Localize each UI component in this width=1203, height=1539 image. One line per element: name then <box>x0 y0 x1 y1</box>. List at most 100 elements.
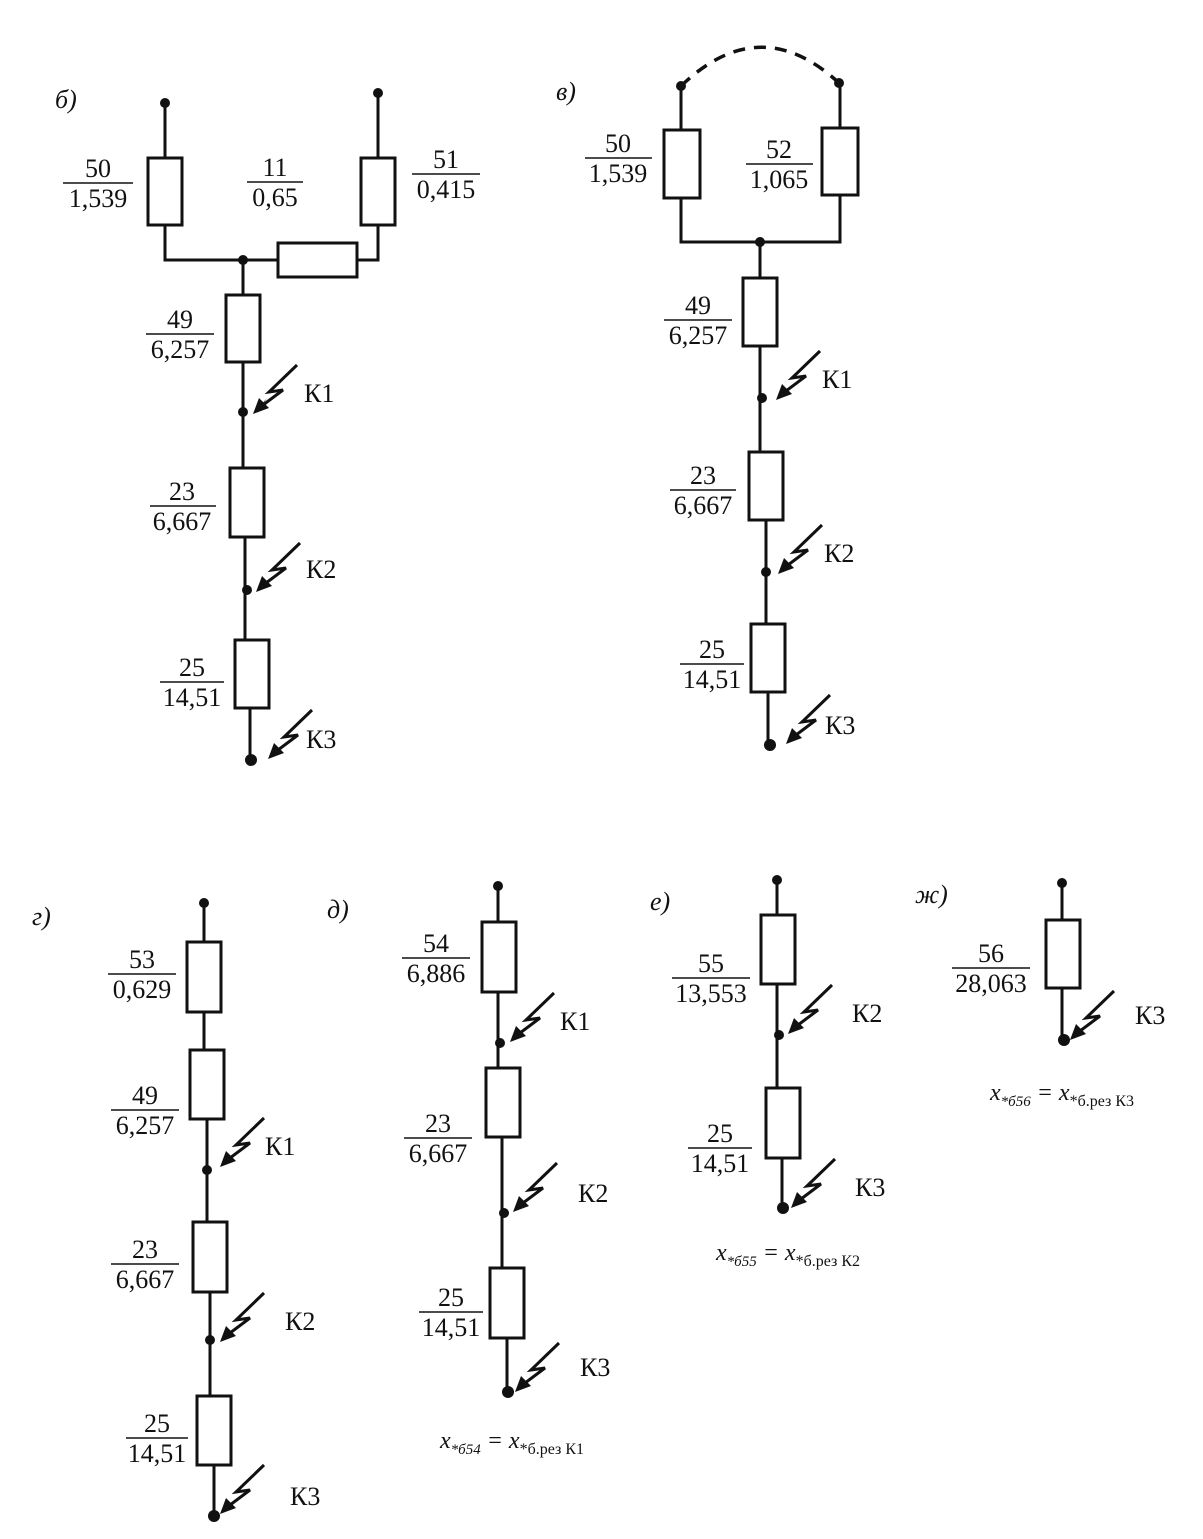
label-r55: 55 13,553 <box>672 949 750 1008</box>
svg-text:14,51: 14,51 <box>691 1149 750 1178</box>
label-r25: 25 14,51 <box>126 1409 188 1468</box>
resistor-25 <box>749 622 787 694</box>
resistor-50 <box>662 128 702 200</box>
svg-text:14,51: 14,51 <box>422 1313 481 1342</box>
terminal-node <box>373 88 383 98</box>
svg-text:25: 25 <box>699 635 725 664</box>
panel-v: в) 50 1,539 52 1,065 49 6,257 23 <box>556 45 860 751</box>
resistor-54 <box>480 920 518 994</box>
resistor-23 <box>484 1066 522 1139</box>
fault-arrow-icon <box>515 1341 561 1392</box>
label-r56: 56 28,063 <box>952 939 1030 998</box>
fault-arrow-icon <box>1070 989 1116 1040</box>
k2-label: К2 <box>306 555 336 584</box>
k2-node <box>761 567 771 577</box>
svg-text:53: 53 <box>129 945 155 974</box>
svg-text:28,063: 28,063 <box>955 969 1027 998</box>
resistor-53 <box>185 940 223 1014</box>
resistor-11 <box>276 241 359 279</box>
wires-d <box>496 886 509 1392</box>
k3-label: К3 <box>825 711 855 740</box>
svg-text:11: 11 <box>262 153 287 182</box>
panel-d-label: д) <box>327 895 349 924</box>
svg-text:49: 49 <box>685 291 711 320</box>
resistor-51 <box>359 156 397 227</box>
k3-label: К3 <box>580 1353 610 1382</box>
svg-text:14,51: 14,51 <box>683 665 742 694</box>
k1-label: К1 <box>265 1132 295 1161</box>
label-r25: 25 14,51 <box>419 1283 483 1342</box>
svg-text:0,629: 0,629 <box>113 975 172 1004</box>
fault-arrow-icon <box>220 1291 266 1342</box>
svg-text:6,886: 6,886 <box>407 959 466 988</box>
panel-g-label: г) <box>32 902 51 931</box>
label-r53: 53 0,629 <box>108 945 176 1004</box>
k2-label: К2 <box>578 1179 608 1208</box>
fault-arrow-icon <box>513 1161 559 1212</box>
terminal-node <box>772 875 782 885</box>
resistor-25 <box>195 1394 233 1467</box>
k3-label: К3 <box>306 725 336 754</box>
k1-label: К1 <box>304 379 334 408</box>
label-r52: 52 1,065 <box>746 135 813 194</box>
fault-arrow-icon <box>220 1463 266 1514</box>
terminal-node <box>199 898 209 908</box>
panel-e: е) 55 13,553 25 14,51 К2 К3 x*б55 = x*б.… <box>650 875 885 1270</box>
k2-node <box>242 585 252 595</box>
label-r49: 49 6,257 <box>664 291 732 350</box>
svg-text:51: 51 <box>433 145 459 174</box>
formula-e: x*б55 = x*б.рез К2 <box>715 1240 860 1270</box>
label-r23: 23 6,667 <box>111 1235 179 1294</box>
k2-node <box>774 1030 784 1040</box>
k1-label: К1 <box>560 1007 590 1036</box>
resistor-23 <box>228 466 266 539</box>
svg-text:56: 56 <box>978 939 1004 968</box>
resistor-25 <box>764 1086 802 1160</box>
svg-text:1,539: 1,539 <box>589 159 648 188</box>
formula-zh: x*б56 = x*б.рез К3 <box>989 1080 1134 1110</box>
svg-text:14,51: 14,51 <box>128 1439 187 1468</box>
label-r23: 23 6,667 <box>404 1109 472 1168</box>
svg-text:0,65: 0,65 <box>252 183 298 212</box>
fault-arrow-icon <box>220 1116 266 1167</box>
resistor-50 <box>146 156 184 227</box>
panel-e-label: е) <box>650 887 670 916</box>
svg-text:0,415: 0,415 <box>417 175 476 204</box>
panel-zh: ж) 56 28,063 К3 x*б56 = x*б.рез К3 <box>915 878 1165 1110</box>
terminal-node <box>834 78 844 88</box>
svg-text:49: 49 <box>167 305 193 334</box>
label-r23: 23 6,667 <box>150 477 216 536</box>
k3-node <box>764 739 776 751</box>
svg-text:23: 23 <box>425 1109 451 1138</box>
k3-node <box>1058 1034 1070 1046</box>
k1-node <box>495 1038 505 1048</box>
resistor-49 <box>741 276 779 348</box>
svg-text:54: 54 <box>423 929 449 958</box>
resistor-56 <box>1044 918 1082 990</box>
k3-label: К3 <box>855 1173 885 1202</box>
svg-text:25: 25 <box>438 1283 464 1312</box>
resistor-55 <box>759 913 797 986</box>
svg-text:6,667: 6,667 <box>153 507 212 536</box>
svg-text:1,065: 1,065 <box>750 165 809 194</box>
svg-text:6,257: 6,257 <box>116 1111 175 1140</box>
k3-label: К3 <box>1135 1001 1165 1030</box>
label-r49: 49 6,257 <box>146 305 214 364</box>
svg-text:49: 49 <box>132 1081 158 1110</box>
fault-arrow-icon <box>786 693 832 744</box>
svg-text:23: 23 <box>690 461 716 490</box>
k3-label: К3 <box>290 1482 320 1511</box>
label-r25: 25 14,51 <box>160 653 224 712</box>
label-r49: 49 6,257 <box>111 1081 179 1140</box>
svg-text:52: 52 <box>766 135 792 164</box>
junction-node <box>755 237 765 247</box>
svg-text:50: 50 <box>85 154 111 183</box>
k2-label: К2 <box>824 539 854 568</box>
label-r54: 54 6,886 <box>402 929 470 988</box>
resistor-23 <box>191 1220 229 1294</box>
terminal-node <box>160 98 170 108</box>
fault-arrow-icon <box>268 708 314 759</box>
label-r23: 23 6,667 <box>670 461 736 520</box>
resistor-23 <box>747 450 785 522</box>
